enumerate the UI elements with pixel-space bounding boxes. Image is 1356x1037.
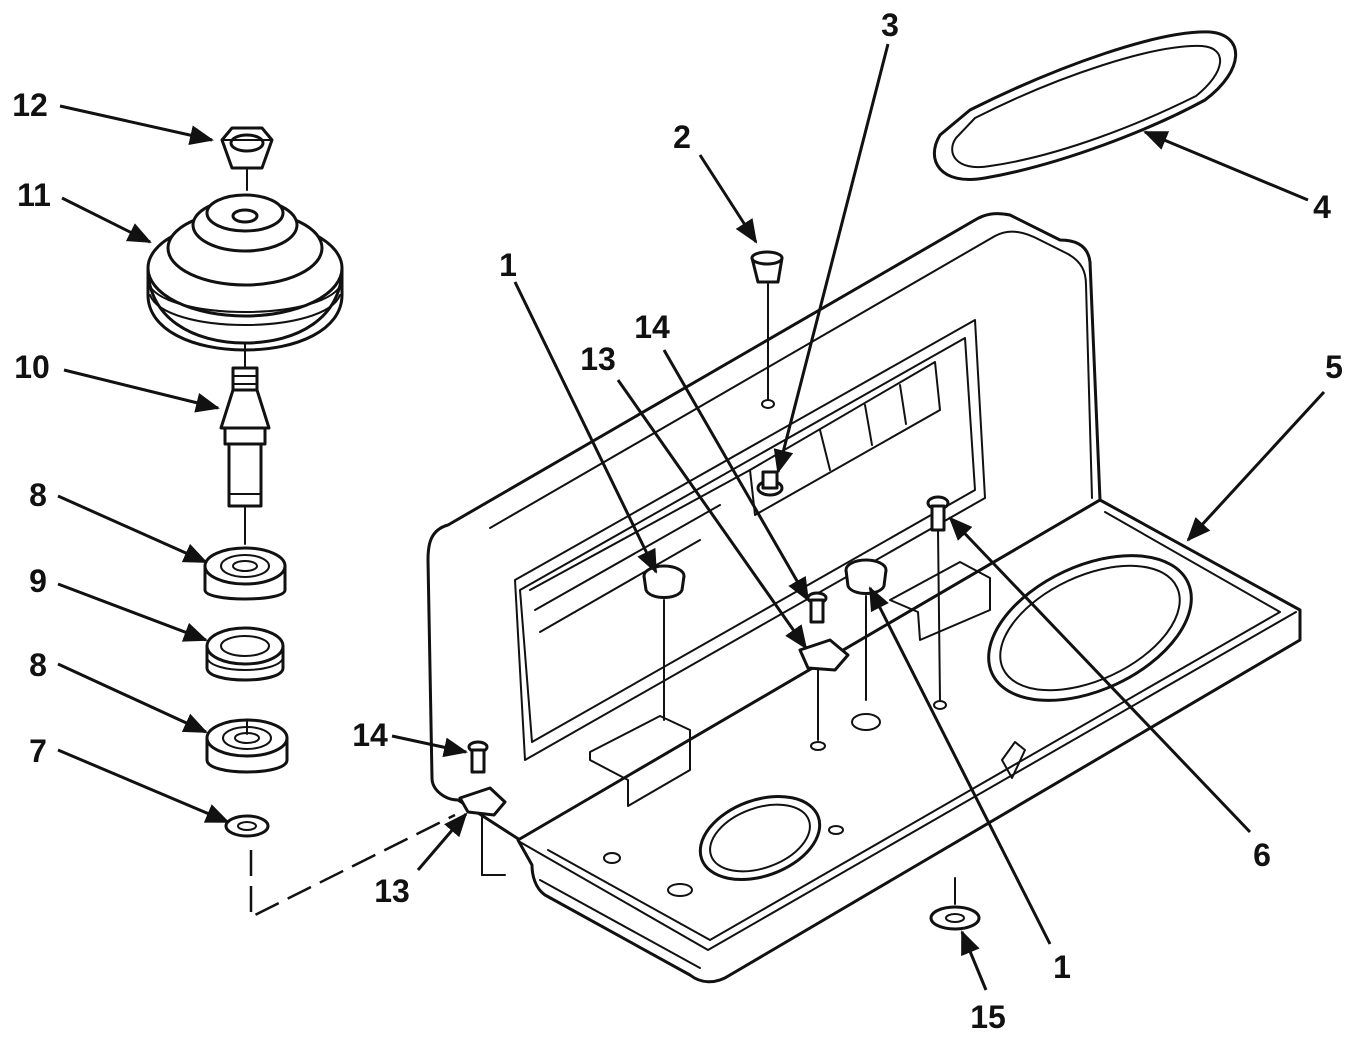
bearing-bottom-part bbox=[205, 718, 289, 774]
callout-1-bottom: 1 bbox=[1053, 949, 1071, 985]
clip-part bbox=[798, 638, 850, 741]
callout-14-top: 14 bbox=[634, 309, 670, 345]
callout-2: 2 bbox=[673, 119, 691, 155]
callout-13-left: 13 bbox=[374, 873, 410, 909]
screw-part bbox=[806, 591, 828, 624]
screw-part bbox=[926, 495, 950, 701]
callout-1-top: 1 bbox=[499, 247, 517, 283]
belt-guard-housing-part bbox=[426, 212, 1302, 984]
bearing-top-part bbox=[203, 546, 287, 601]
callout-9: 9 bbox=[29, 563, 47, 599]
callout-8-top: 8 bbox=[29, 477, 47, 513]
retaining-ring-part bbox=[224, 814, 270, 838]
leader-lines bbox=[57, 43, 1326, 991]
callout-13-top: 13 bbox=[580, 341, 616, 377]
callout-8-bottom: 8 bbox=[29, 647, 47, 683]
callout-5: 5 bbox=[1325, 349, 1343, 385]
callout-12: 12 bbox=[12, 87, 48, 123]
callout-15: 15 bbox=[970, 999, 1006, 1035]
callout-7: 7 bbox=[29, 733, 47, 769]
callout-4: 4 bbox=[1313, 189, 1331, 225]
clip-part bbox=[458, 786, 507, 876]
stepped-pulley-part bbox=[146, 193, 344, 352]
assembly-path-line bbox=[249, 813, 456, 920]
knob-part bbox=[756, 470, 784, 497]
spacer-part bbox=[205, 626, 285, 682]
spindle-shaft-part bbox=[219, 366, 271, 508]
v-belt-part bbox=[932, 30, 1238, 181]
callout-11: 11 bbox=[17, 177, 51, 213]
callout-6: 6 bbox=[1253, 837, 1271, 873]
callout-10: 10 bbox=[14, 349, 50, 385]
callout-14-left: 14 bbox=[352, 717, 388, 753]
washer-part bbox=[929, 877, 981, 931]
callout-3: 3 bbox=[881, 7, 899, 43]
plug-part bbox=[750, 250, 784, 409]
screw-part bbox=[467, 740, 489, 774]
nut-part bbox=[220, 126, 274, 170]
